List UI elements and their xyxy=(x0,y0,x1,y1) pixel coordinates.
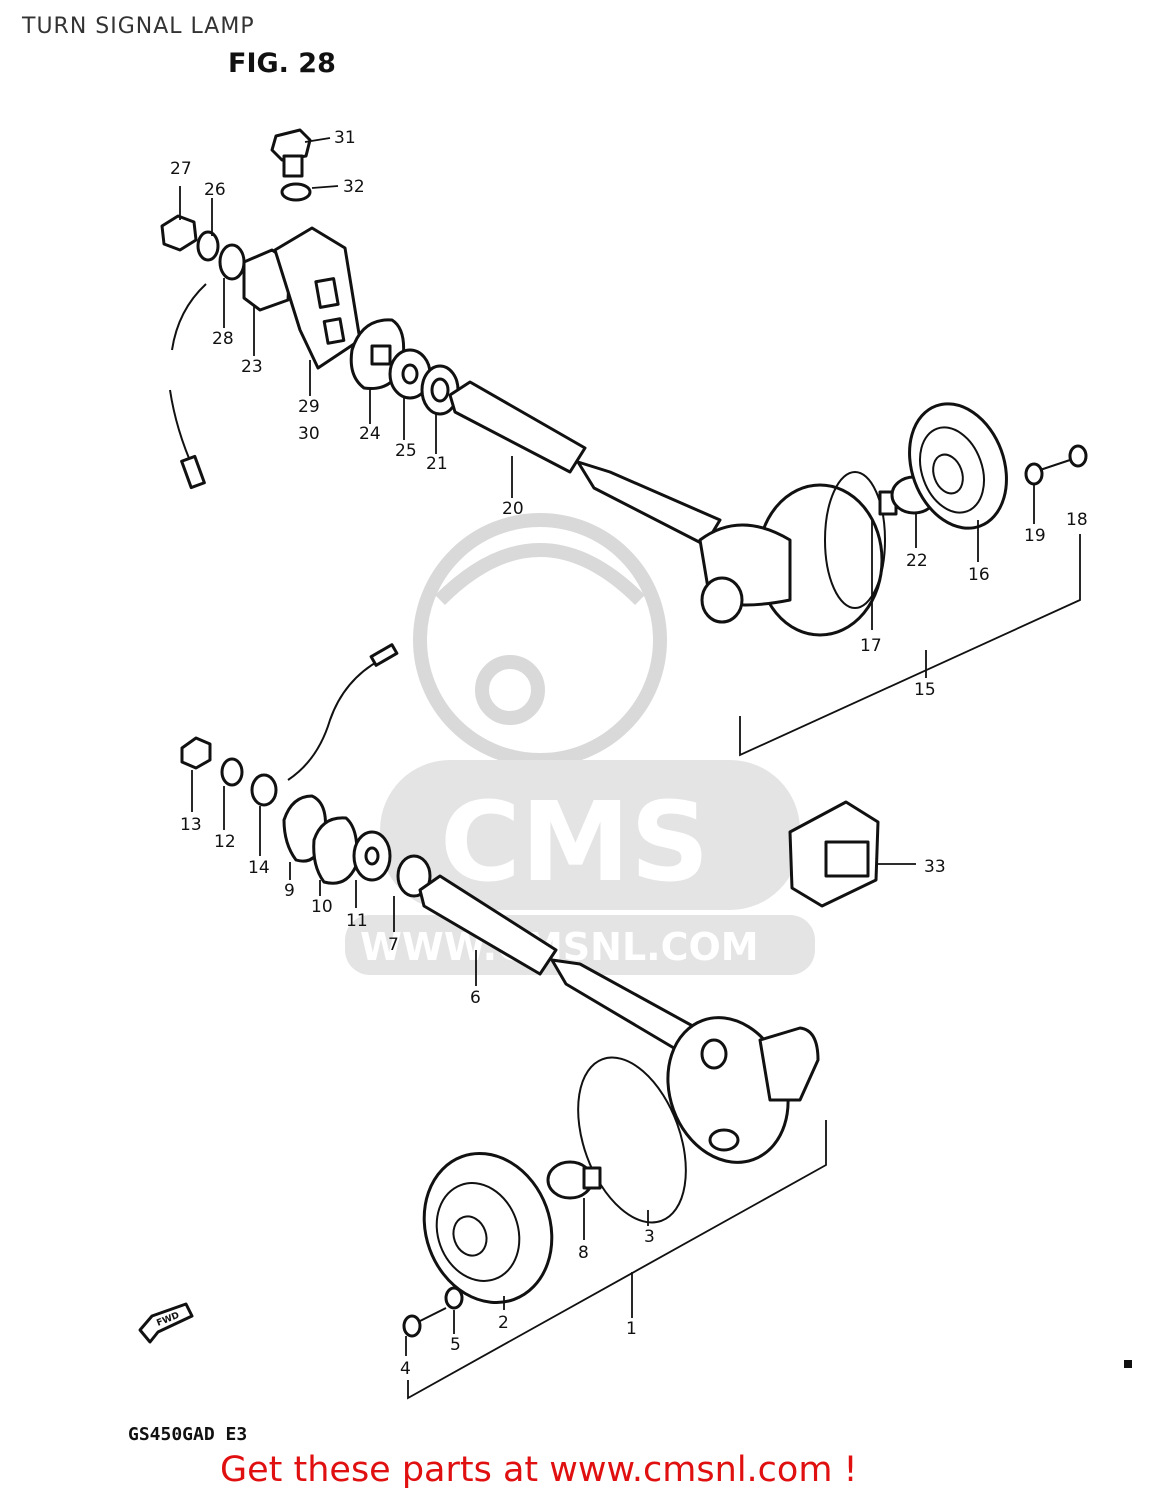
page-marker xyxy=(1124,1360,1132,1368)
callout-16: 16 xyxy=(968,565,990,585)
lead-wire xyxy=(169,283,207,471)
lead-wire xyxy=(287,659,381,781)
lamp-stem-sleeve xyxy=(418,874,558,976)
lock-washer xyxy=(220,757,244,787)
callout-1: 1 xyxy=(626,1319,637,1339)
callout-5: 5 xyxy=(450,1335,461,1355)
callout-29: 29 xyxy=(298,397,320,417)
lamp-stem-sleeve xyxy=(448,380,587,474)
callout-9: 9 xyxy=(284,881,295,901)
callout-28: 28 xyxy=(212,329,234,349)
gasket xyxy=(824,471,886,609)
callout-30: 30 xyxy=(298,424,320,444)
callout-21: 21 xyxy=(426,454,448,474)
callout-2: 2 xyxy=(498,1313,509,1333)
callout-20: 20 xyxy=(502,499,524,519)
ground-terminal xyxy=(218,243,246,281)
callout-6: 6 xyxy=(470,988,481,1008)
washer xyxy=(1024,462,1044,486)
washer xyxy=(444,1286,464,1310)
figure-number: FIG. 28 xyxy=(228,48,336,79)
lock-washer xyxy=(196,230,220,262)
nut xyxy=(160,214,198,252)
forward-direction-arrow: FWD xyxy=(138,1302,194,1344)
callout-numbers: 31 32 27 26 28 23 29 30 24 25 21 20 17 2… xyxy=(170,128,1088,1379)
callout-12: 12 xyxy=(214,832,236,852)
callout-26: 26 xyxy=(204,180,226,200)
callout-23: 23 xyxy=(241,357,263,377)
callout-32: 32 xyxy=(343,177,365,197)
callout-3: 3 xyxy=(644,1227,655,1247)
cms-watermark: CMS WWW.CMSNL.COM xyxy=(345,513,815,975)
callout-8: 8 xyxy=(578,1243,589,1263)
callout-19: 19 xyxy=(1024,526,1046,546)
lamp-housing xyxy=(666,1016,820,1164)
watermark-brand: CMS xyxy=(440,778,709,906)
lens xyxy=(908,402,1008,530)
callout-13: 13 xyxy=(180,815,202,835)
callout-17: 17 xyxy=(860,636,882,656)
assembly-bracket-line xyxy=(407,1120,827,1400)
screw xyxy=(402,1307,447,1338)
callout-15: 15 xyxy=(914,680,936,700)
assembly-bracket-line xyxy=(739,534,1081,757)
upper-turn-signal-assembly xyxy=(160,128,1088,757)
washer xyxy=(280,182,312,202)
nut xyxy=(180,736,212,770)
callout-18: 18 xyxy=(1066,510,1088,530)
callout-22: 22 xyxy=(906,551,928,571)
callout-10: 10 xyxy=(311,897,333,917)
model-code: GS450GAD E3 xyxy=(128,1424,248,1445)
bulb xyxy=(546,1160,602,1200)
callout-11: 11 xyxy=(346,911,368,931)
callout-7: 7 xyxy=(388,935,399,955)
callout-25: 25 xyxy=(395,441,417,461)
rubber-damper xyxy=(312,816,359,885)
callout-24: 24 xyxy=(359,424,381,444)
callout-14: 14 xyxy=(248,858,270,878)
callout-4: 4 xyxy=(400,1359,411,1379)
toothed-washer xyxy=(396,854,432,898)
bolt xyxy=(270,128,312,178)
screw xyxy=(1039,444,1088,471)
leader-lines xyxy=(179,137,1035,1356)
gasket xyxy=(577,1056,687,1224)
turn-signal-relay xyxy=(788,800,880,908)
parts-shop-link[interactable]: Get these parts at www.cmsnl.com ! xyxy=(220,1450,858,1490)
callout-31: 31 xyxy=(334,128,356,148)
ground-terminal xyxy=(250,773,278,807)
lens xyxy=(422,1152,554,1304)
callout-33: 33 xyxy=(924,857,946,877)
lower-turn-signal-assembly xyxy=(180,643,827,1400)
callout-27: 27 xyxy=(170,159,192,179)
page-title: TURN SIGNAL LAMP xyxy=(22,14,255,39)
